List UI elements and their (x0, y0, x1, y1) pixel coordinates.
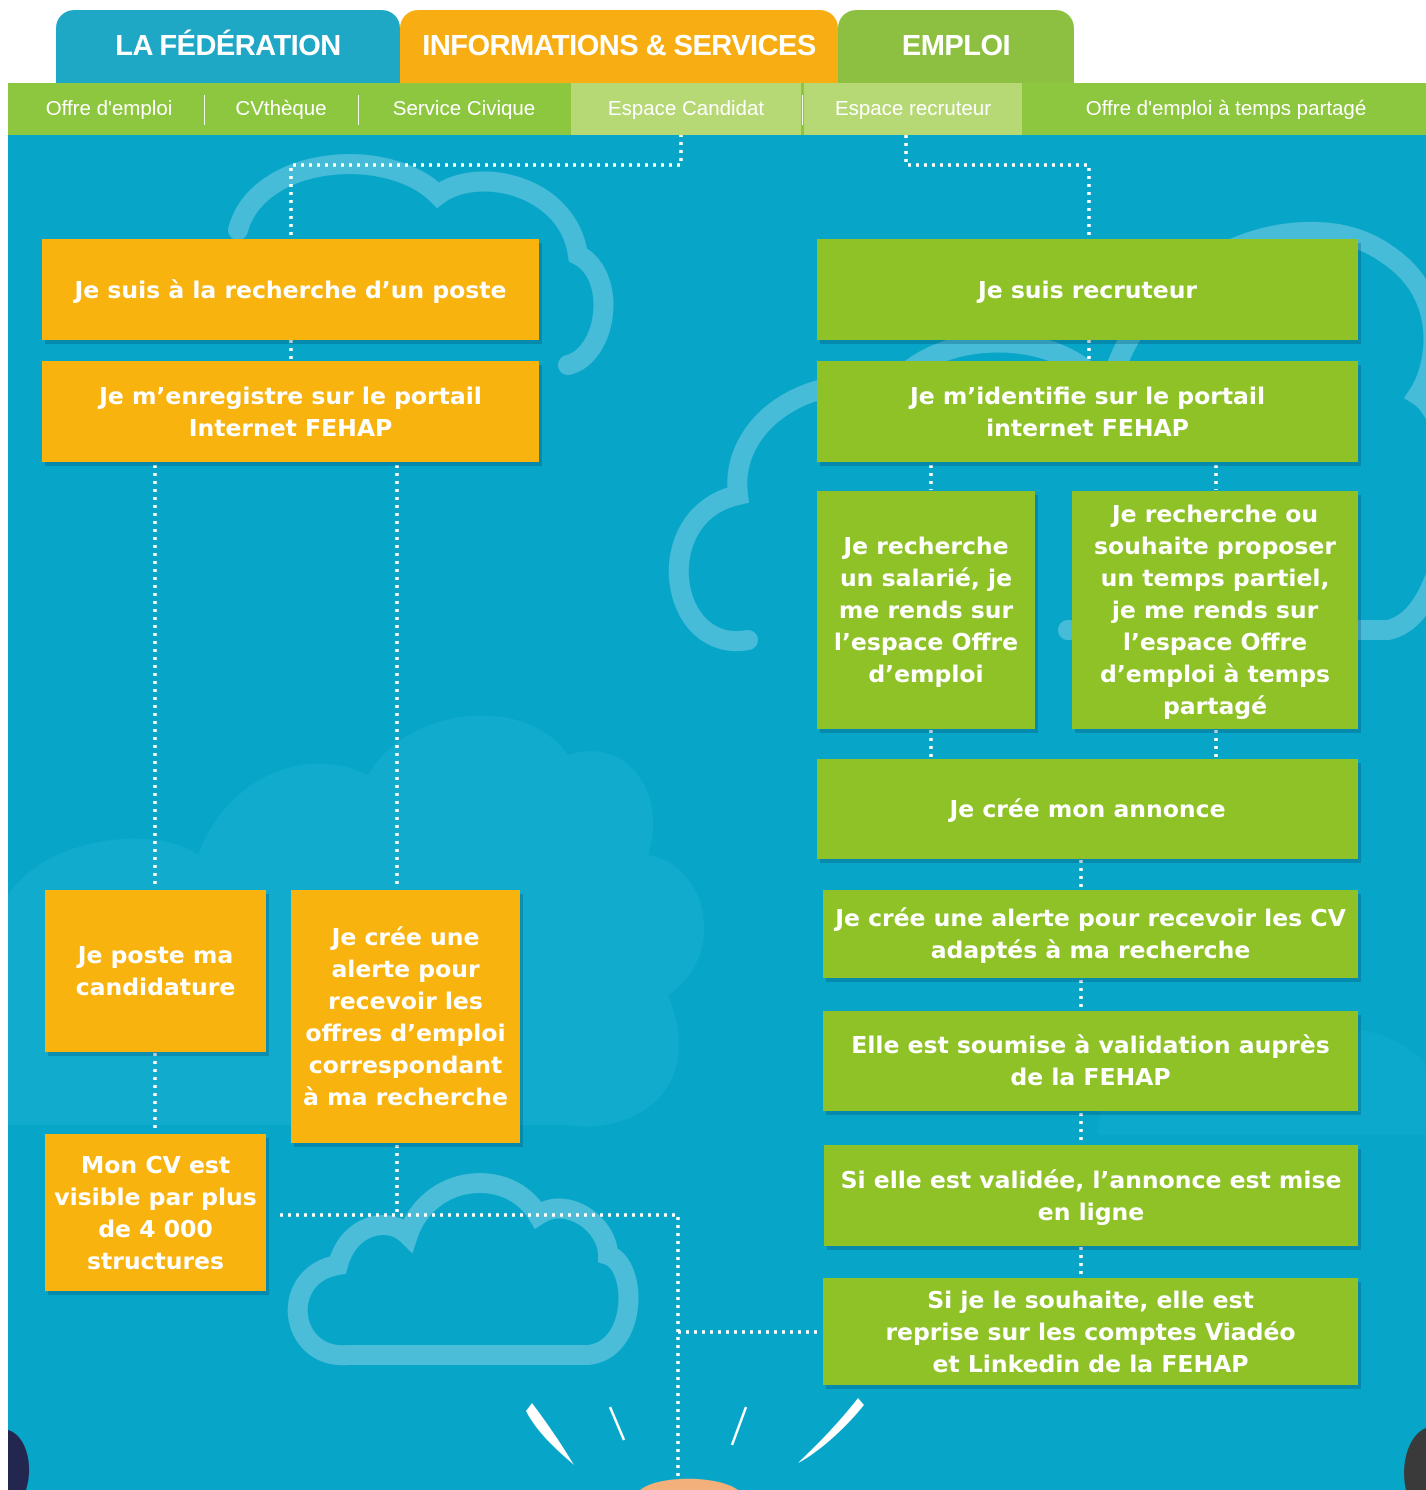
subnav-divider (358, 95, 359, 125)
recruiter-online-box: Si elle est validée, l’annonce est mise … (824, 1145, 1358, 1246)
subnav-service-civique[interactable]: Service Civique (392, 97, 536, 120)
connector-line (289, 135, 683, 235)
subnav-espace-candidat[interactable]: Espace Candidat (571, 83, 801, 135)
recruiter-parttime-box: Je recherche ou souhaite proposer un tem… (1072, 491, 1358, 729)
cloud-icon (228, 154, 614, 375)
flowchart-area: Je suis à la recherche d’un poste Je m’e… (8, 135, 1426, 1490)
recruiter-create-ad-box: Je crée mon annonce (817, 759, 1358, 859)
subnav-cvtheque[interactable]: CVthèque (235, 97, 327, 120)
recruiter-social-box: Si je le souhaite, elle est reprise sur … (823, 1278, 1358, 1385)
highlight-stroke (798, 1398, 864, 1463)
recruiter-alert-box: Je crée une alerte pour recevoir les CV … (823, 890, 1358, 978)
connector-line (904, 135, 1091, 235)
subnav-divider (204, 95, 205, 125)
cloud-icon (287, 1173, 639, 1366)
candidate-register-box: Je m’enregistre sur le portail Internet … (42, 361, 539, 462)
candidate-alert-box: Je crée une alerte pour recevoir les off… (291, 890, 520, 1143)
tab-informations-services[interactable]: INFORMATIONS & SERVICES (400, 10, 838, 83)
highlight-stroke (730, 1406, 748, 1446)
candidate-apply-box: Je poste ma candidature (45, 890, 266, 1052)
recruiter-login-box: Je m’identifie sur le portail internet F… (817, 361, 1358, 462)
recruiter-validation-box: Elle est soumise à validation auprès de … (823, 1011, 1358, 1111)
character-shape (1404, 1428, 1426, 1490)
subnav-divider (802, 95, 803, 125)
tab-la-federation[interactable]: LA FÉDÉRATION (56, 10, 400, 83)
tab-emploi[interactable]: EMPLOI (838, 10, 1074, 83)
subnav-offre-temps-partage[interactable]: Offre d'emploi à temps partagé (1085, 97, 1367, 120)
character-shape (640, 1478, 738, 1490)
character-shape (8, 1430, 30, 1490)
recruiter-title-box: Je suis recruteur (817, 239, 1358, 340)
subnav-espace-recruteur[interactable]: Espace recruteur (804, 83, 1022, 135)
candidate-cv-visible-box: Mon CV est visible par plus de 4 000 str… (45, 1134, 266, 1291)
highlight-stroke (608, 1406, 626, 1441)
recruiter-salary-box: Je recherche un salarié, je me rends sur… (817, 491, 1035, 729)
sub-navigation: Offre d'emploi CVthèque Service Civique … (8, 83, 1426, 135)
candidate-search-box: Je suis à la recherche d’un poste (42, 239, 539, 340)
highlight-stroke (526, 1403, 574, 1465)
subnav-offre-emploi[interactable]: Offre d'emploi (45, 97, 173, 120)
